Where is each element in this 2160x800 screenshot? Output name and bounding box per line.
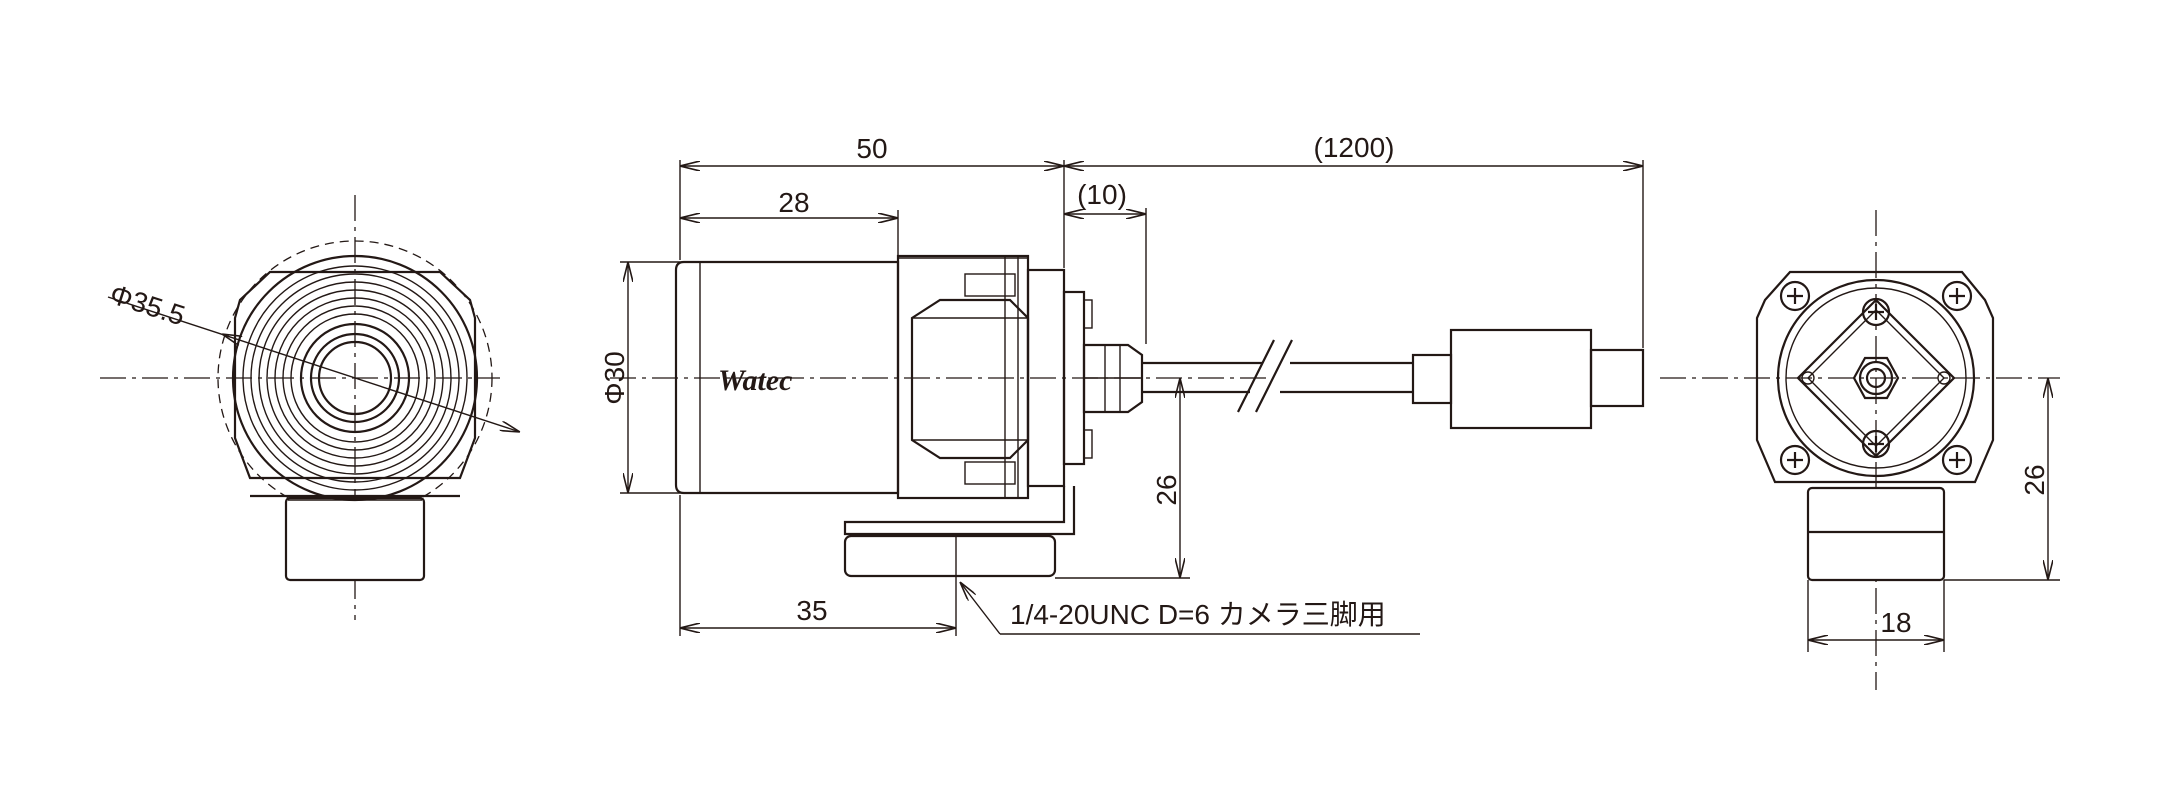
connector-offset-label: (10) (1077, 179, 1127, 210)
center-height-rear-label: 26 (2019, 464, 2050, 495)
diameter-front-label: Φ35.5 (106, 278, 189, 331)
mount-width-label: 18 (1880, 607, 1911, 638)
cable-length-label: (1200) (1314, 132, 1395, 163)
side-view: Watec (599, 132, 1645, 636)
mount-position-label: 35 (796, 595, 827, 626)
body-front-length-label: 28 (778, 187, 809, 218)
rear-view: 26 18 (1660, 210, 2060, 690)
diameter-body-label: Φ30 (599, 351, 630, 404)
overall-length-label: 50 (856, 133, 887, 164)
tripod-mount-note: 1/4-20UNC D=6 カメラ三脚用 (1010, 599, 1386, 630)
front-view: Φ35.5 (100, 195, 520, 620)
product-logo: Watec (718, 364, 792, 397)
center-height-side-label: 26 (1151, 474, 1182, 505)
